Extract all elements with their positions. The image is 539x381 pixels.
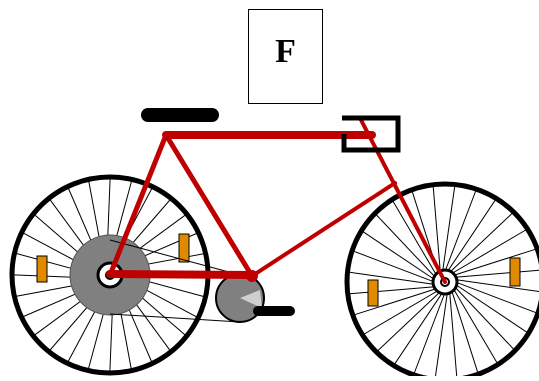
front-reflector-right	[510, 258, 520, 286]
front-spoke	[414, 292, 445, 373]
chain-stay	[110, 274, 252, 275]
fork	[360, 118, 445, 282]
front-spoke	[455, 280, 539, 292]
front-reflector-left	[368, 280, 378, 306]
front-spoke	[445, 191, 476, 272]
rear-reflector-left	[37, 256, 47, 282]
bottom-bracket	[246, 270, 258, 282]
front-spoke	[350, 272, 436, 284]
letter-label: F	[275, 35, 296, 69]
front-spoke	[435, 292, 447, 376]
chain-bottom	[110, 314, 240, 322]
down-tube	[252, 183, 395, 276]
letter-label-box: F	[248, 9, 323, 104]
front-spoke	[443, 187, 455, 273]
front-spoke	[455, 282, 536, 313]
rear-reflector-right	[179, 234, 189, 262]
front-spoke	[354, 251, 435, 282]
front-spoke	[453, 288, 497, 363]
front-spoke	[393, 201, 437, 276]
